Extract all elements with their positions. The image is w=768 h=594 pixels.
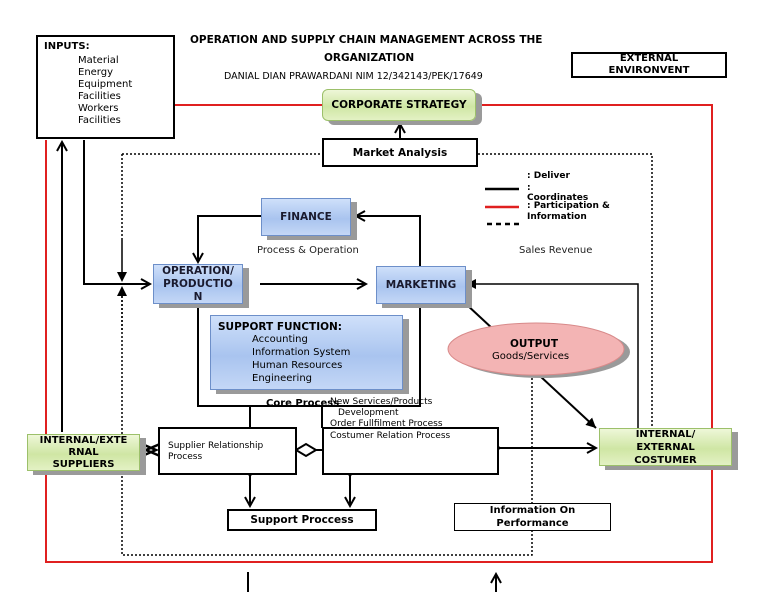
legend-information-label: Information bbox=[527, 212, 587, 222]
inputs-box: INPUTS: Material Energy Equipment Facili… bbox=[36, 35, 175, 139]
external-environment-box: EXTERNAL ENVIRONVENT bbox=[571, 52, 727, 78]
support-process-label: Support Proccess bbox=[250, 514, 354, 526]
information-performance-box: Information On Performance bbox=[454, 503, 611, 531]
title-line-1: OPERATION AND SUPPLY CHAIN MANAGEMENT AC… bbox=[190, 34, 543, 46]
market-analysis-label: Market Analysis bbox=[352, 146, 448, 159]
legend-participation-label: : Participation & bbox=[527, 201, 610, 211]
customer-line-3: COSTUMER bbox=[634, 454, 697, 466]
marketing-to-output-line bbox=[465, 303, 495, 331]
marketing-label: MARKETING bbox=[385, 279, 457, 291]
organization-boundary-dotted bbox=[121, 153, 653, 556]
customer-line-1: INTERNAL/ bbox=[635, 428, 696, 440]
junction-triangle-up bbox=[117, 286, 127, 296]
customer-box: INTERNAL/ EXTERNAL COSTUMER bbox=[599, 428, 732, 466]
suppliers-line-2: RNAL bbox=[68, 446, 99, 458]
support-function-heading: SUPPORT FUNCTION: bbox=[218, 321, 343, 333]
diamond-supplier-link bbox=[294, 442, 318, 458]
inputs-heading: INPUTS: bbox=[44, 41, 90, 52]
support-function-item: Information System bbox=[252, 347, 351, 358]
supplier-double-arrow bbox=[141, 442, 161, 458]
finance-label: FINANCE bbox=[280, 211, 332, 223]
support-function-item: Accounting bbox=[252, 334, 308, 345]
process-operation-label: Process & Operation bbox=[257, 245, 359, 256]
sales-revenue-label: Sales Revenue bbox=[519, 245, 593, 256]
input-item: Material bbox=[78, 55, 119, 66]
order-fulfilment-label: Order Fullfilment Process bbox=[330, 419, 443, 429]
marketing-box: MARKETING bbox=[376, 266, 466, 304]
new-services-label: New Services/Products bbox=[330, 397, 433, 407]
output-ellipse bbox=[447, 322, 625, 376]
operation-support-frame bbox=[197, 304, 421, 407]
finance-box: FINANCE bbox=[261, 198, 351, 236]
title-line-2: ORGANIZATION bbox=[324, 52, 415, 64]
information-performance-line-2: Performance bbox=[496, 518, 569, 529]
junction-triangle-down bbox=[117, 272, 127, 282]
author-line: DANIAL DIAN PRAWARDANI NIM 12/342143/PEK… bbox=[224, 71, 483, 82]
finance-to-operation-line bbox=[198, 215, 262, 262]
customer-relation-box: Costumer Relation Process bbox=[322, 427, 499, 475]
support-function-box: SUPPORT FUNCTION: Accounting Information… bbox=[210, 315, 403, 390]
legend-coordinates-label: Coordinates bbox=[527, 193, 589, 203]
market-analysis-box: Market Analysis bbox=[322, 138, 478, 167]
external-environment-line-2: ENVIRONVENT bbox=[608, 65, 690, 76]
suppliers-line-1: INTERNAL/EXTE bbox=[39, 434, 128, 446]
supplier-relationship-line-2: Process bbox=[168, 452, 203, 462]
operation-production-box: OPERATION/ PRODUCTIO N bbox=[153, 264, 243, 304]
inputs-to-operation-line bbox=[83, 140, 150, 284]
suppliers-line-3: SUPPLIERS bbox=[52, 458, 115, 470]
core-process-label: Core Process bbox=[266, 398, 340, 409]
external-environment-line-1: EXTERNAL bbox=[619, 53, 679, 64]
output-subtitle: Goods/Services bbox=[492, 351, 570, 362]
suppliers-box: INTERNAL/EXTE RNAL SUPPLIERS bbox=[27, 434, 140, 471]
information-performance-line-1: Information On bbox=[489, 505, 576, 516]
customer-relation-label: Costumer Relation Process bbox=[330, 431, 451, 441]
corporate-strategy-label: CORPORATE STRATEGY bbox=[331, 99, 467, 111]
output-to-customer-line bbox=[539, 375, 597, 429]
legend-deliver-label: : Deliver bbox=[527, 171, 570, 181]
development-label: Development bbox=[338, 408, 399, 418]
support-function-item: Engineering bbox=[252, 373, 312, 384]
input-item: Energy bbox=[78, 67, 114, 78]
operation-production-line-3: N bbox=[193, 290, 203, 303]
customer-line-2: EXTERNAL bbox=[636, 441, 695, 453]
external-boundary-red bbox=[45, 104, 713, 563]
customer-to-marketing-line bbox=[466, 279, 639, 430]
operation-production-line-1: OPERATION/ bbox=[162, 264, 234, 277]
marketing-to-finance-line bbox=[356, 216, 421, 266]
input-item: Facilities bbox=[78, 115, 121, 126]
legend-coordinates-colon: : bbox=[527, 183, 531, 193]
supplier-relationship-box: Supplier Relationship Process bbox=[158, 427, 297, 475]
supplier-relationship-line-1: Supplier Relationship bbox=[168, 441, 264, 451]
output-title: OUTPUT bbox=[510, 338, 558, 350]
support-function-item: Human Resources bbox=[252, 360, 343, 371]
operation-production-line-2: PRODUCTIO bbox=[163, 277, 233, 290]
input-item: Facilities bbox=[78, 91, 121, 102]
corporate-strategy-box: CORPORATE STRATEGY bbox=[322, 89, 476, 121]
input-item: Equipment bbox=[78, 79, 133, 90]
support-process-box: Support Proccess bbox=[227, 509, 377, 531]
input-item: Workers bbox=[78, 103, 119, 114]
